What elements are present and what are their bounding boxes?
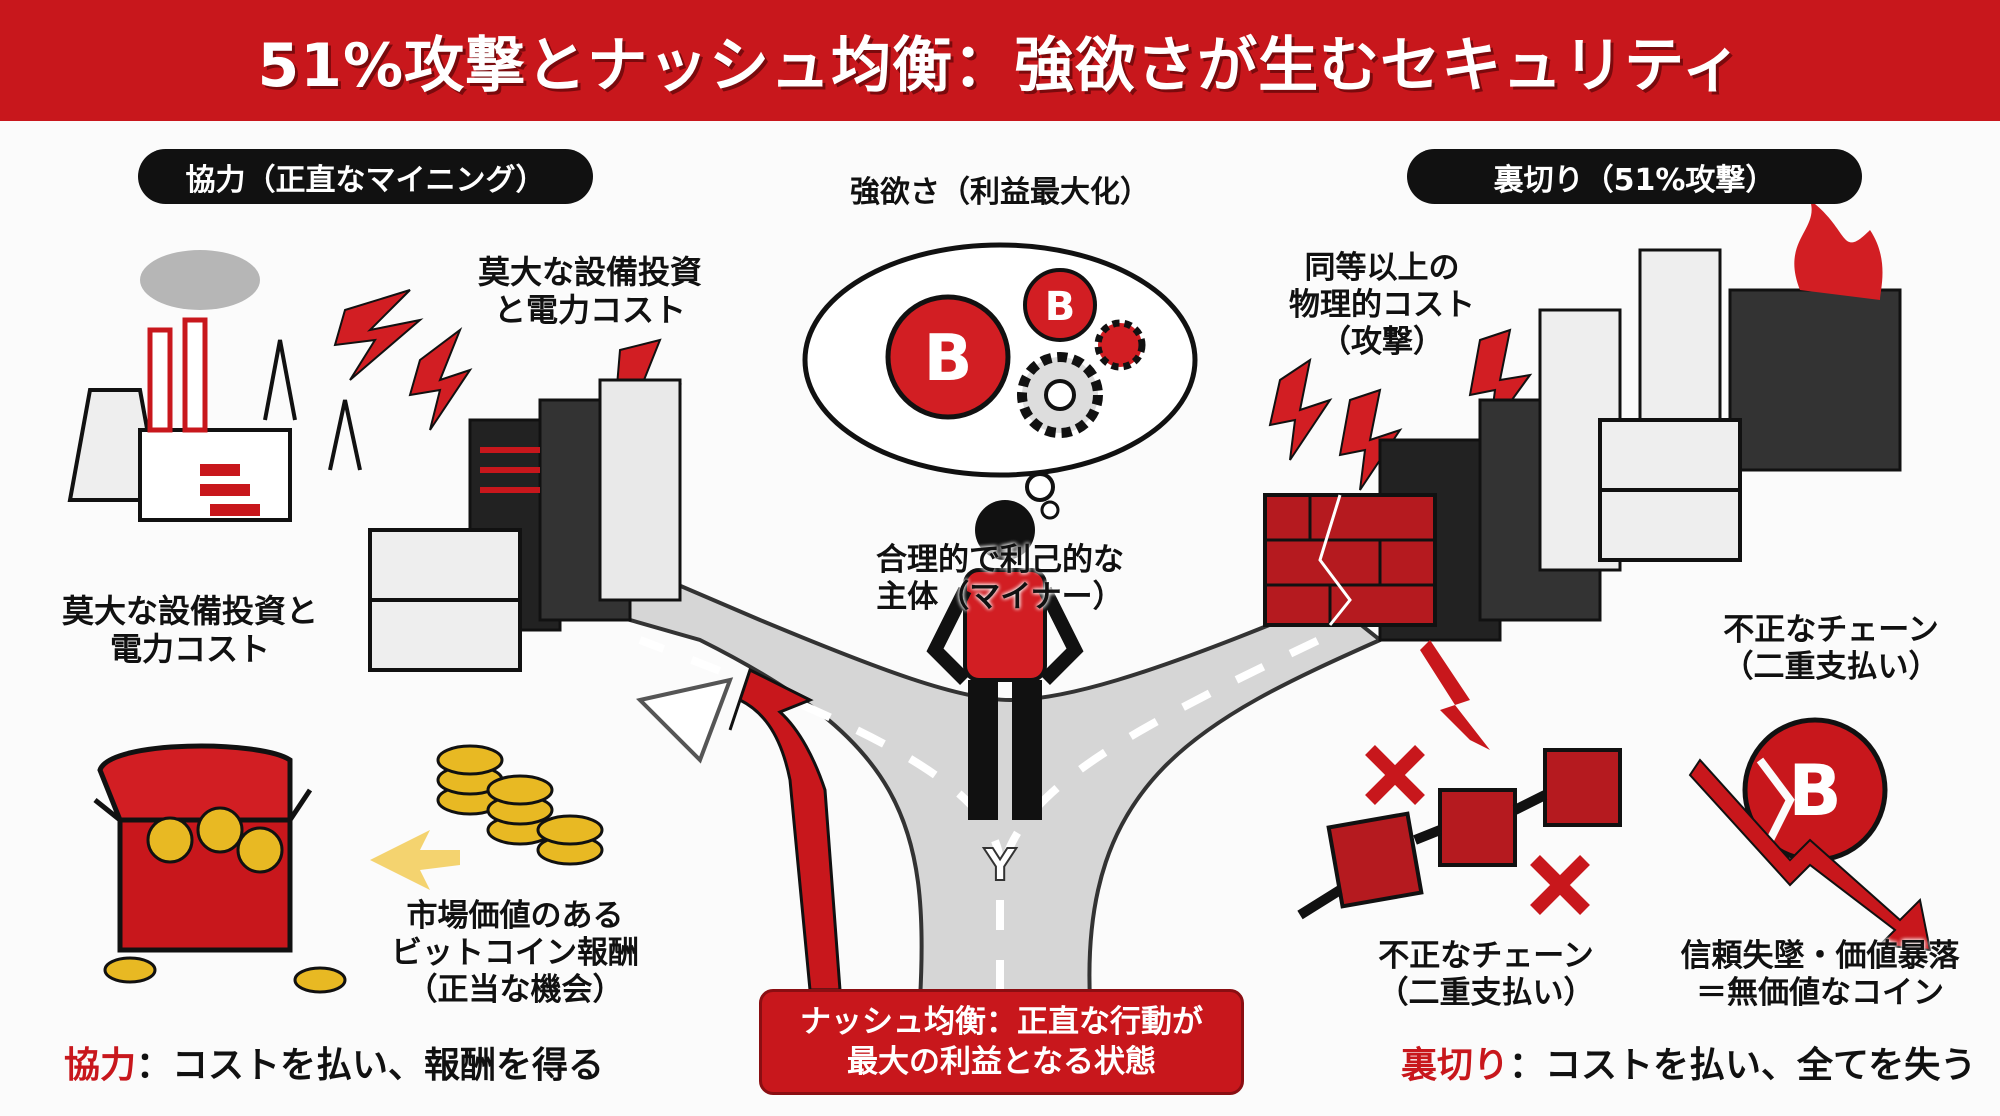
betrayal-summary-text: ：コストを払い、全てを失う (1509, 1045, 1977, 1086)
coin-stacks-icon (103, 744, 604, 994)
cooperation-summary-text: ：コストを払い、報酬を得る (136, 1045, 605, 1086)
title-banner: 51%攻撃とナッシュ均衡：強欲さが生むセキュリティ (0, 0, 2000, 121)
bottom-chain-label: 不正なチェーン（二重支払い） (1377, 938, 1595, 1012)
value-crash-arrow-icon (1688, 758, 1932, 952)
miner-figure (926, 500, 1084, 820)
reward-label: 市場価値のあるビットコイン報酬（正当な機会） (391, 898, 639, 1009)
betrayal-keyword: 裏切り (1401, 1045, 1510, 1086)
bitcoin-coin-icon: B (885, 294, 1011, 420)
treasure-chest-icon (93, 743, 313, 953)
thought-cloud: B B (802, 242, 1198, 520)
svg-text:B: B (924, 322, 973, 396)
broken-firewall-icon (1263, 493, 1437, 627)
road-sign-y: Y (983, 840, 1017, 891)
broken-chain-icon (1297, 748, 1622, 920)
left-side-cost-label: 莫大な設備投資と電力コスト (61, 592, 318, 669)
nash-equilibrium-box: ナッシュ均衡：正直な行動が 最大の利益となる状態 (759, 989, 1244, 1095)
betrayal-pill: 裏切り（51%攻撃） (1407, 149, 1862, 204)
left-road-arrow-icon (636, 677, 734, 764)
collapse-label: 信頼失墜・価値暴落＝無価値なコイン (1680, 938, 1960, 1012)
right-side-chain-label: 不正なチェーン（二重支払い） (1722, 612, 1940, 686)
mining-rigs-left (368, 378, 682, 672)
fire-icon (1794, 200, 1883, 300)
x-mark-icons (1365, 745, 1590, 915)
mining-rigs-right (1378, 200, 1902, 642)
nash-arrow-icon (728, 667, 842, 992)
bitcoin-coin-small-icon: B (1023, 268, 1097, 342)
miner-label: 合理的で利己的な主体（マイナー） (876, 542, 1124, 616)
cooperation-keyword: 協力 (64, 1045, 137, 1086)
broken-bitcoin-icon: B (1742, 717, 1888, 863)
power-tower-icon (263, 339, 362, 471)
right-top-cost-label: 同等以上の物理的コスト（攻撃） (1289, 250, 1475, 361)
svg-text:B: B (1045, 284, 1076, 330)
down-arrow-icon (1420, 640, 1490, 750)
cooperation-pill: 協力（正直なマイニング） (138, 149, 593, 204)
power-plant-icon (67, 250, 362, 522)
svg-text:B: B (1788, 750, 1841, 832)
nash-line-1: ナッシュ均衡：正直な行動が (800, 1003, 1203, 1040)
left-top-cost-label: 莫大な設備投資と電力コスト (477, 253, 702, 330)
greed-label: 強欲さ（利益最大化） (850, 175, 1150, 210)
page-title: 51%攻撃とナッシュ均衡：強欲さが生むセキュリティ (257, 31, 1743, 101)
betrayal-summary: 裏切り：コストを払い、全てを失う (1401, 1036, 1976, 1088)
reward-arrow-icon (370, 830, 460, 890)
cooperation-summary: 協力：コストを払い、報酬を得る (64, 1036, 604, 1088)
nash-line-2: 最大の利益となる状態 (846, 1044, 1157, 1080)
gear-icon (1017, 319, 1146, 438)
